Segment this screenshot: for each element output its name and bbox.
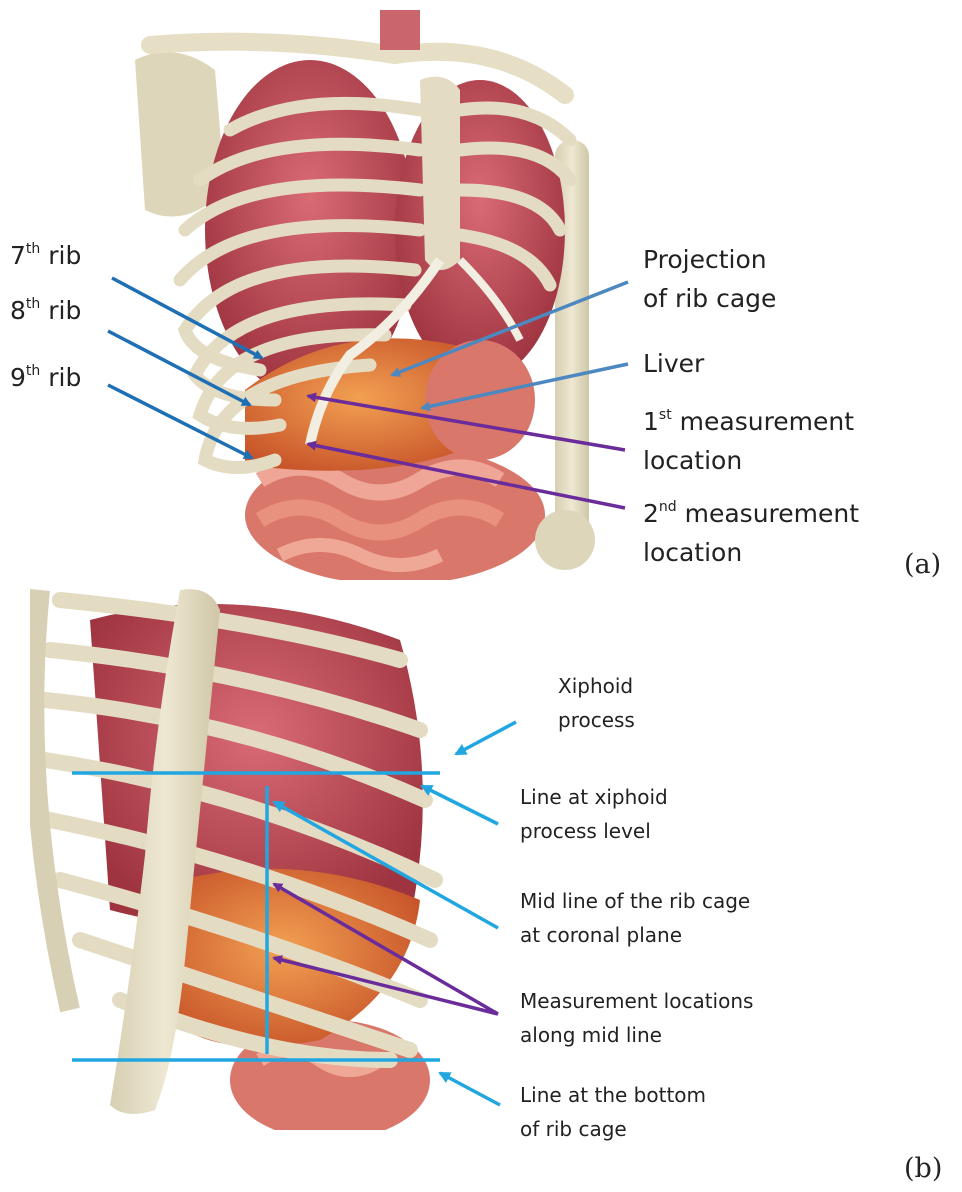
arrow-measurement-2 xyxy=(274,958,498,1014)
label-2nd-measurement-location: 2nd measurement location xyxy=(643,494,859,572)
arrow-liver xyxy=(422,364,628,408)
label-mid-line: Mid line of the rib cage at coronal plan… xyxy=(520,884,750,952)
panel-b-tag: (b) xyxy=(904,1153,942,1184)
arrow-measurement-1 xyxy=(274,884,498,1014)
label-xiphoid-process: Xiphoid process xyxy=(558,669,635,737)
arrow-xiphoid-line xyxy=(422,786,498,824)
panel-a-tag: (a) xyxy=(904,549,941,580)
arrow-bottom-line xyxy=(440,1073,500,1105)
label-1st-measurement-location: 1st measurement location xyxy=(643,402,854,480)
label-8th-rib: 8th rib xyxy=(10,291,81,330)
label-projection-of-rib-cage: Projection of rib cage xyxy=(643,240,776,318)
arrow-2nd-measurement xyxy=(308,444,625,508)
label-liver: Liver xyxy=(643,344,704,383)
label-7th-rib: 7th rib xyxy=(10,236,81,275)
arrow-1st-measurement xyxy=(308,396,625,450)
arrow-xiphoid xyxy=(456,722,516,754)
label-measurement-locations: Measurement locations along mid line xyxy=(520,984,753,1052)
arrow-projection xyxy=(392,282,628,375)
label-line-at-xiphoid-level: Line at xiphoid process level xyxy=(520,780,668,848)
label-9th-rib: 9th rib xyxy=(10,358,81,397)
label-line-at-bottom: Line at the bottom of rib cage xyxy=(520,1078,706,1146)
arrow-mid-line xyxy=(274,802,498,928)
